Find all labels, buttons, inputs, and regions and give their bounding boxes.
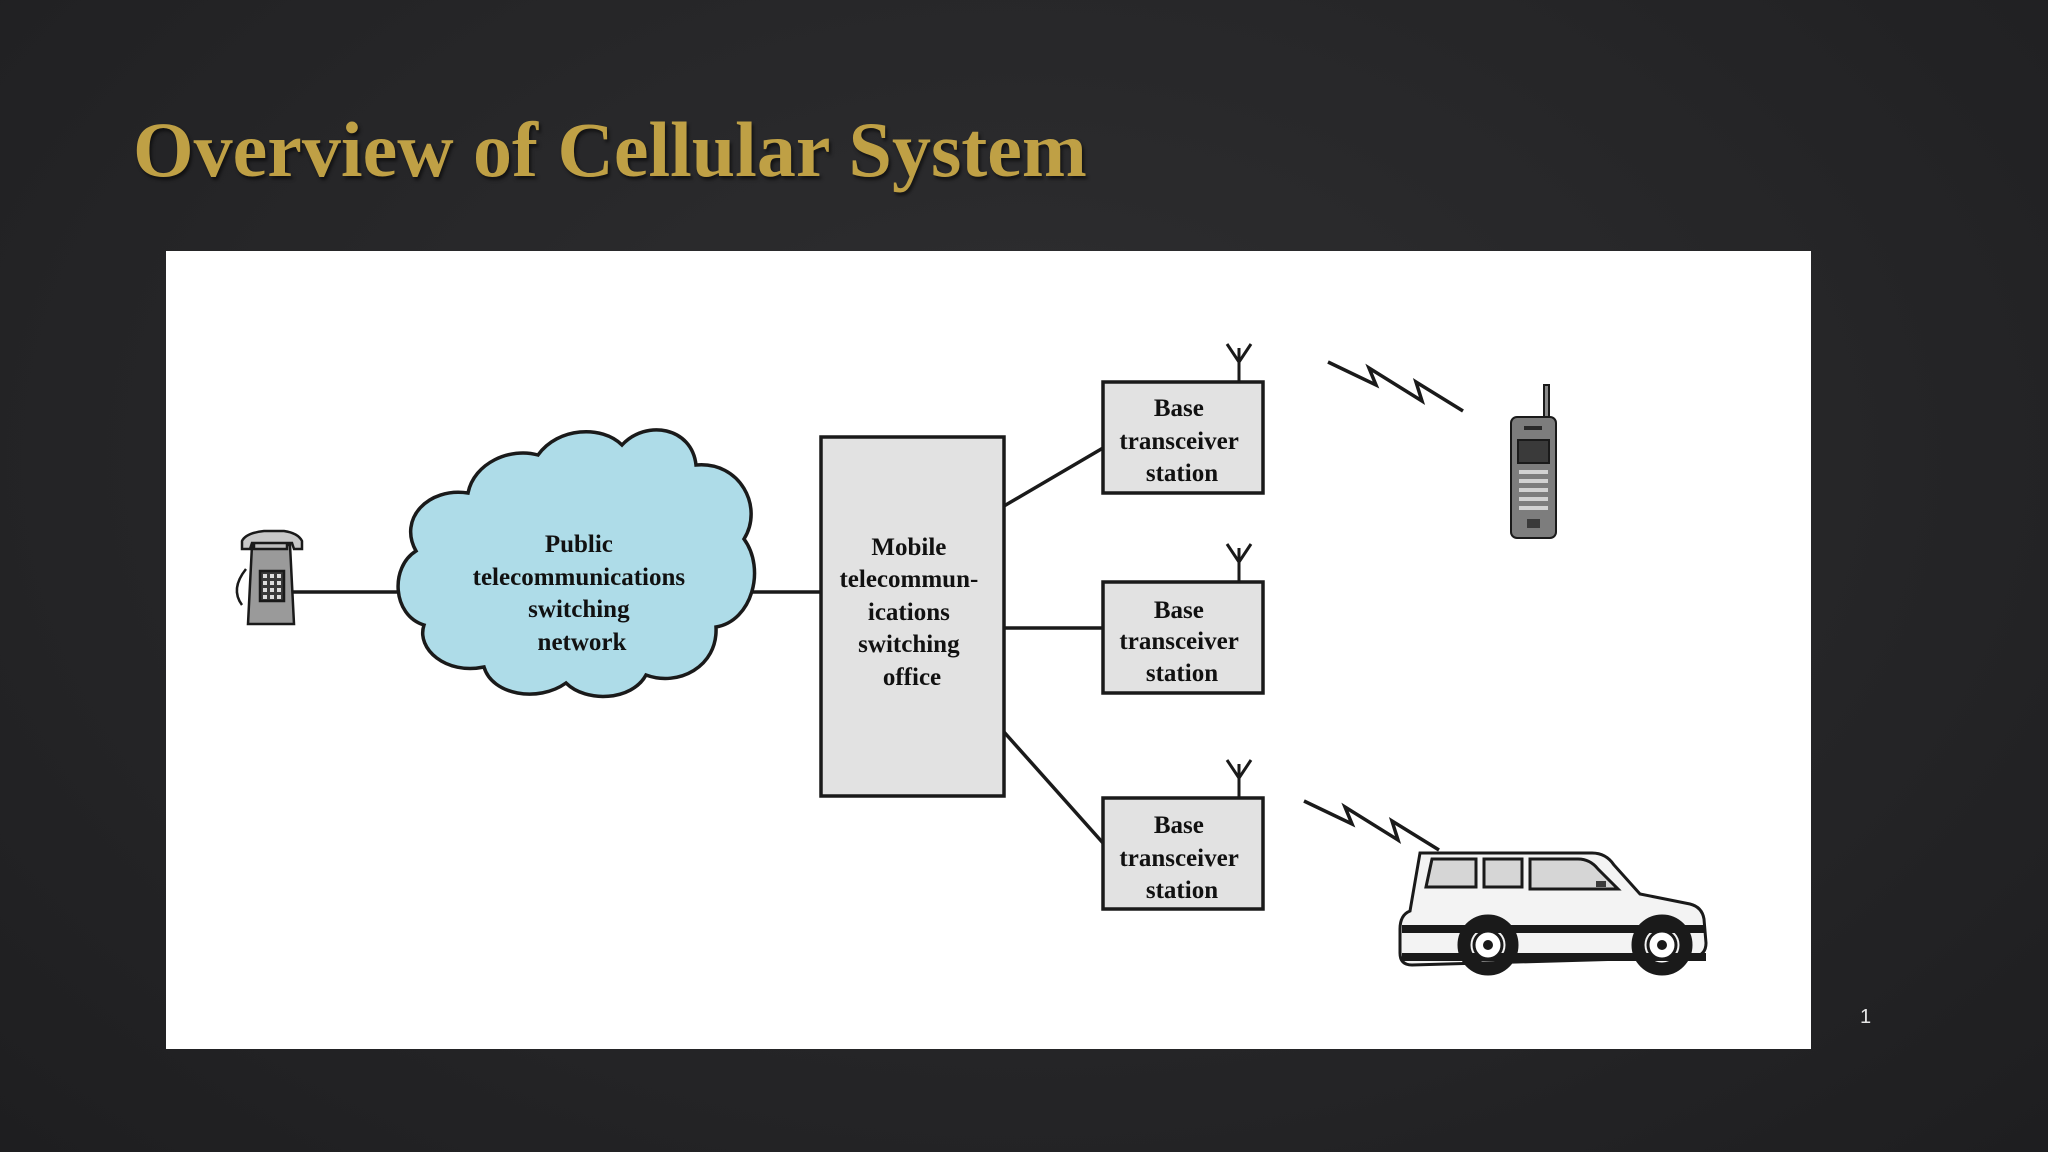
cellular-system-diagram: Public telecommunications switching netw…: [235, 343, 1708, 976]
office-to-bts3-link: [1002, 730, 1105, 845]
switching-office-label-line: ications: [868, 599, 950, 626]
telephone-icon: [235, 529, 304, 626]
base-station-label-line: Base: [1154, 812, 1204, 839]
page-number: 1: [1860, 1006, 1872, 1028]
switching-office-box: Mobile telecommun- ications switching of…: [819, 435, 1006, 798]
connection-lines: [290, 446, 1105, 845]
base-station-2: Base transceiver station: [1101, 543, 1265, 695]
diagram-panel: Public telecommunications switching netw…: [166, 251, 1811, 1049]
base-station-label: Base transceiver station: [1119, 395, 1244, 487]
base-station-label-line: station: [1146, 877, 1218, 904]
antenna-icon: [1225, 759, 1253, 798]
office-to-bts1-link: [1003, 446, 1104, 508]
slide-title: Overview of Cellular System: [133, 106, 1087, 193]
network-label-line: network: [538, 629, 627, 656]
car-icon: [1398, 851, 1708, 976]
base-station-label: Base transceiver station: [1119, 812, 1244, 904]
antenna-icon: [1225, 343, 1253, 382]
switching-office-label-line: switching: [858, 631, 960, 658]
base-station-1: Base transceiver station: [1101, 343, 1265, 495]
base-station-label-line: station: [1146, 660, 1218, 687]
antenna-icon: [1225, 543, 1253, 582]
base-station-3: Base transceiver station: [1101, 759, 1265, 911]
switching-office-label-line: telecommun-: [839, 566, 978, 593]
mobile-phone-icon: [1510, 384, 1557, 539]
network-label-line: telecommunications: [473, 564, 686, 591]
base-station-label-line: Base: [1154, 597, 1204, 624]
network-label-line: Public: [545, 531, 613, 558]
network-label-line: switching: [528, 596, 630, 623]
public-network-cloud: Public telecommunications switching netw…: [396, 428, 757, 699]
base-station-label-line: station: [1146, 460, 1218, 487]
radio-signal-icon: [1327, 360, 1464, 413]
base-station-label-line: transceiver: [1119, 428, 1238, 455]
base-station-label-line: transceiver: [1119, 628, 1238, 655]
base-station-label: Base transceiver station: [1119, 597, 1244, 687]
base-station-label-line: transceiver: [1119, 845, 1238, 872]
radio-signal-icon: [1303, 799, 1440, 852]
network-label: Public telecommunications switching netw…: [473, 531, 692, 656]
switching-office-label: Mobile telecommun- ications switching of…: [839, 534, 984, 691]
base-station-label-line: Base: [1154, 395, 1204, 422]
switching-office-label-line: Mobile: [871, 534, 946, 561]
switching-office-label-line: office: [883, 664, 941, 691]
